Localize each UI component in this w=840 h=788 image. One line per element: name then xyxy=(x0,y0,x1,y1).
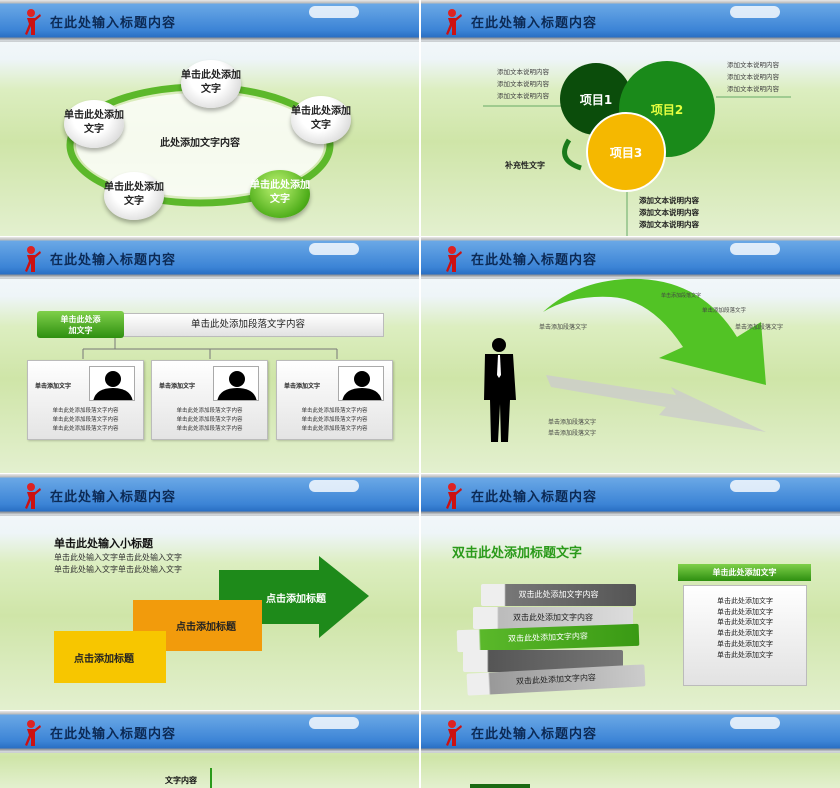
slide-5[interactable]: 在此处输入标题内容 单击此处输入小标题 单击此处输入文字单击此处输入文字单击此处… xyxy=(0,474,419,710)
text-label: 单击添加段落文字 xyxy=(661,293,702,299)
text-box: 单击此处添加文字单击此处添加文字单击此处添加文字单击此处添加文字单击此处添加文字… xyxy=(683,585,807,686)
slide-title: 在此处输入标题内容 xyxy=(50,727,177,742)
cloud-icon xyxy=(309,243,359,255)
subtitle-lines: 单击此处输入文字单击此处输入文字单击此处输入文字单击此处输入文字 xyxy=(54,553,182,574)
node[interactable]: 单击此处添加文字 xyxy=(64,100,124,148)
node[interactable]: 单击此处添加文字 xyxy=(291,96,351,144)
person-silhouette-icon xyxy=(213,366,259,401)
slide-3[interactable]: 在此处输入标题内容 单击此处添加段落文字内容 单击此处添加文字 单击添加文字单击… xyxy=(0,237,419,473)
step-2[interactable]: 点击添加标题 xyxy=(176,622,236,633)
book-plain xyxy=(463,650,623,672)
slide-title: 在此处输入标题内容 xyxy=(471,727,598,742)
book[interactable]: 双击此处添加文字内容 xyxy=(481,584,636,606)
slide-title: 在此处输入标题内容 xyxy=(50,16,177,31)
person-logo-icon xyxy=(446,720,462,746)
green-curved-arrow-icon xyxy=(543,278,766,385)
green-label-box[interactable]: 单击此处添加文字 xyxy=(37,311,124,338)
slide-1[interactable]: 在此处输入标题内容 此处添加文字内容 单击此处添加文字 单击此处添加文字 单击此… xyxy=(0,0,419,236)
slide-title: 在此处输入标题内容 xyxy=(471,253,598,268)
slide-8[interactable]: 在此处输入标题内容 xyxy=(421,711,840,788)
slide-header: 在此处输入标题内容 xyxy=(421,474,840,516)
person-logo-icon xyxy=(25,246,41,272)
slide-header: 在此处输入标题内容 xyxy=(421,237,840,279)
person-card[interactable]: 单击添加文字单击此处添加段落文字内容单击此处添加段落文字内容单击此处添加段落文字… xyxy=(276,360,393,440)
slide-header: 在此处输入标题内容 xyxy=(0,474,419,516)
cloud-icon xyxy=(730,6,780,18)
slide-header: 在此处输入标题内容 xyxy=(0,0,419,42)
bottom-texts: 添加文本说明内容添加文本说明内容添加文本说明内容 xyxy=(639,196,699,229)
slide-header: 在此处输入标题内容 xyxy=(421,0,840,42)
left-texts: 添加文本说明内容添加文本说明内容添加文本说明内容 xyxy=(497,68,549,100)
text-label: 单击添加段落文字 xyxy=(702,308,747,314)
paragraph-bar[interactable]: 单击此处添加段落文字内容 xyxy=(122,313,384,337)
step-1[interactable]: 点击添加标题 xyxy=(74,654,134,665)
subtitle: 单击此处输入小标题 xyxy=(54,537,153,550)
person-logo-icon xyxy=(446,9,462,35)
person-logo-icon xyxy=(25,483,41,509)
item-3[interactable]: 项目3 xyxy=(586,112,666,192)
green-bar xyxy=(470,784,530,788)
cloud-icon xyxy=(730,243,780,255)
text-label: 单击添加段落文字 xyxy=(539,324,588,331)
slide-title: 在此处输入标题内容 xyxy=(471,16,598,31)
text-label: 文字内容 xyxy=(165,776,197,785)
businessman-silhouette-icon xyxy=(484,338,516,442)
center-text: 此处添加文字内容 xyxy=(160,138,240,149)
slide-6[interactable]: 在此处输入标题内容 双击此处添加标题文字 双击此处添加文字内容 双击此处添加文字… xyxy=(421,474,840,710)
slide-4[interactable]: 在此处输入标题内容 单击添加段落文字 单击添加段落文字 单击添加段落文字 单击添… xyxy=(421,237,840,473)
cloud-icon xyxy=(309,480,359,492)
person-logo-icon xyxy=(25,720,41,746)
node-highlight[interactable]: 单击此处添加文字 xyxy=(250,170,310,218)
text-label: 单击添加段落文字 xyxy=(548,419,597,426)
person-silhouette-icon xyxy=(89,366,135,401)
slide-7[interactable]: 在此处输入标题内容 文字内容 xyxy=(0,711,419,788)
person-logo-icon xyxy=(25,9,41,35)
slide-header: 在此处输入标题内容 xyxy=(421,711,840,753)
node[interactable]: 单击此处添加文字 xyxy=(181,60,241,108)
cloud-icon xyxy=(730,480,780,492)
step-arrow xyxy=(54,556,369,683)
text-box-header[interactable]: 单击此处添加文字 xyxy=(678,564,811,581)
slide-2[interactable]: 在此处输入标题内容 项目1 项目2 项目3 添加文本说明内容添加文本说明内容添加… xyxy=(421,0,840,236)
person-card[interactable]: 单击添加文字单击此处添加段落文字内容单击此处添加段落文字内容单击此处添加段落文字… xyxy=(27,360,144,440)
person-logo-icon xyxy=(446,483,462,509)
ring-diagram xyxy=(66,83,334,207)
slide-title: 在此处输入标题内容 xyxy=(50,490,177,505)
slide-title: 在此处输入标题内容 xyxy=(471,490,598,505)
vertical-axis-line xyxy=(210,768,212,788)
cloud-icon xyxy=(309,6,359,18)
node[interactable]: 单击此处添加文字 xyxy=(104,172,164,220)
slide-title: 在此处输入标题内容 xyxy=(50,253,177,268)
green-title: 双击此处添加标题文字 xyxy=(452,546,583,561)
person-card[interactable]: 单击添加文字单击此处添加段落文字内容单击此处添加段落文字内容单击此处添加段落文字… xyxy=(151,360,268,440)
slide-header: 在此处输入标题内容 xyxy=(0,237,419,279)
person-silhouette-icon xyxy=(338,366,384,401)
step-3[interactable]: 点击添加标题 xyxy=(266,594,326,605)
cloud-icon xyxy=(309,717,359,729)
arrow-shadow xyxy=(546,375,766,432)
cloud-icon xyxy=(730,717,780,729)
connector-lines xyxy=(483,96,791,236)
text-label: 单击添加段落文字 xyxy=(735,324,784,331)
slide-header: 在此处输入标题内容 xyxy=(0,711,419,753)
tree-connectors xyxy=(82,338,338,359)
person-logo-icon xyxy=(446,246,462,272)
right-texts: 添加文本说明内容添加文本说明内容添加文本说明内容 xyxy=(727,61,779,93)
text-label: 单击添加段落文字 xyxy=(548,430,597,437)
supplement-text: 补充性文字 xyxy=(505,161,545,170)
book[interactable]: 双击此处添加文字内容 xyxy=(473,607,633,629)
